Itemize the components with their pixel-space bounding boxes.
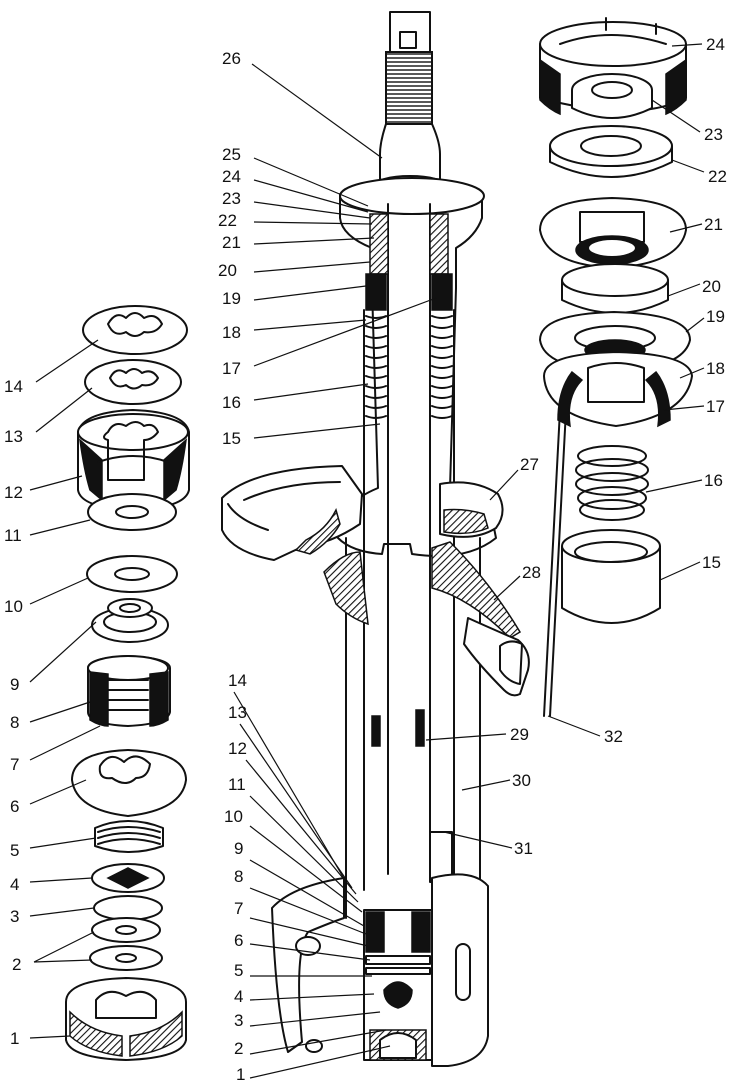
label-main-15: 15: [222, 429, 241, 448]
main-right-leaders: [425, 469, 601, 849]
main-upper-leaders: [251, 63, 437, 439]
label-left-13: 13: [4, 427, 23, 446]
label-main-32: 32: [604, 727, 623, 746]
part-16-spring: [575, 445, 649, 521]
label-right-20: 20: [702, 277, 721, 296]
left-exploded-stack: 14 13 12 11 10 9 8 7 6 5 4 3 2 1: [4, 305, 190, 1061]
label-main-10: 10: [224, 807, 243, 826]
part-22-washer: [549, 125, 673, 178]
label-right-18: 18: [706, 359, 725, 378]
label-main-1: 1: [236, 1065, 245, 1084]
part-8-seal: [87, 655, 171, 727]
label-left-4: 4: [10, 875, 19, 894]
label-left-3: 3: [10, 907, 19, 926]
label-main-16: 16: [222, 393, 241, 412]
label-right-24: 24: [706, 35, 725, 54]
label-main-6: 6: [234, 931, 243, 950]
label-main-7: 7: [234, 899, 243, 918]
label-main-2: 2: [234, 1039, 243, 1058]
part-6-valve-body: [71, 749, 187, 853]
part-23-bearing: [571, 73, 653, 119]
label-left-5: 5: [10, 841, 19, 860]
part-14-plate: [82, 305, 188, 355]
part-13-washer: [84, 359, 182, 405]
label-main-13: 13: [228, 703, 247, 722]
label-left-2: 2: [12, 955, 21, 974]
label-left-12: 12: [4, 483, 23, 502]
label-main-4: 4: [234, 987, 243, 1006]
label-main-23: 23: [222, 189, 241, 208]
part-11-disc: [87, 493, 177, 531]
label-right-15: 15: [702, 553, 721, 572]
mount-bracket-left: [271, 877, 345, 1053]
label-left-6: 6: [10, 797, 19, 816]
label-right-16: 16: [704, 471, 723, 490]
part-10-washer: [86, 555, 178, 593]
label-left-7: 7: [10, 755, 19, 774]
part-9-ring: [91, 598, 169, 643]
label-main-24: 24: [222, 167, 241, 186]
part-4-cup: [91, 863, 165, 921]
label-main-25: 25: [222, 145, 241, 164]
steering-arm-28: [463, 617, 530, 697]
label-left-11: 11: [4, 526, 22, 545]
label-main-5: 5: [234, 961, 243, 980]
part-2-washers: [89, 917, 163, 971]
label-main-14: 14: [228, 671, 247, 690]
part-12-housing: [77, 409, 190, 511]
label-right-22: 22: [708, 167, 727, 186]
part-15-sleeve: [561, 529, 661, 624]
label-right-21: 21: [704, 215, 723, 234]
main-lower-leaders: [233, 691, 391, 1079]
label-left-9: 9: [10, 675, 19, 694]
label-main-21: 21: [222, 233, 241, 252]
label-main-28: 28: [522, 563, 541, 582]
right-exploded-stack: 24 23 22 21 20 19 18 17 16 15: [539, 17, 727, 624]
label-left-8: 8: [10, 713, 19, 732]
label-main-20: 20: [218, 261, 237, 280]
threaded-rod: [385, 51, 433, 125]
label-left-14: 14: [4, 377, 23, 396]
part-1-base: [65, 977, 187, 1061]
label-main-3: 3: [234, 1011, 243, 1030]
label-main-22: 22: [218, 211, 237, 230]
label-right-19: 19: [706, 307, 725, 326]
label-main-17: 17: [222, 359, 241, 378]
label-main-30: 30: [512, 771, 531, 790]
label-main-9: 9: [234, 839, 243, 858]
label-main-11: 11: [228, 775, 246, 794]
label-main-19: 19: [222, 289, 241, 308]
spring-seat-plate: [221, 465, 363, 561]
part-21-cup: [539, 197, 687, 269]
label-main-8: 8: [234, 867, 243, 886]
label-right-17: 17: [706, 397, 725, 416]
label-left-10: 10: [4, 597, 23, 616]
label-right-23: 23: [704, 125, 723, 144]
label-main-27: 27: [520, 455, 539, 474]
label-main-12: 12: [228, 739, 247, 758]
label-main-18: 18: [222, 323, 241, 342]
label-main-26: 26: [222, 49, 241, 68]
part-20-ring: [561, 263, 669, 314]
part-18-17-seal-housing: [543, 351, 693, 428]
label-main-31: 31: [514, 839, 533, 858]
label-left-1: 1: [10, 1029, 19, 1048]
main-strut-assembly: [221, 11, 567, 1067]
label-main-29: 29: [510, 725, 529, 744]
